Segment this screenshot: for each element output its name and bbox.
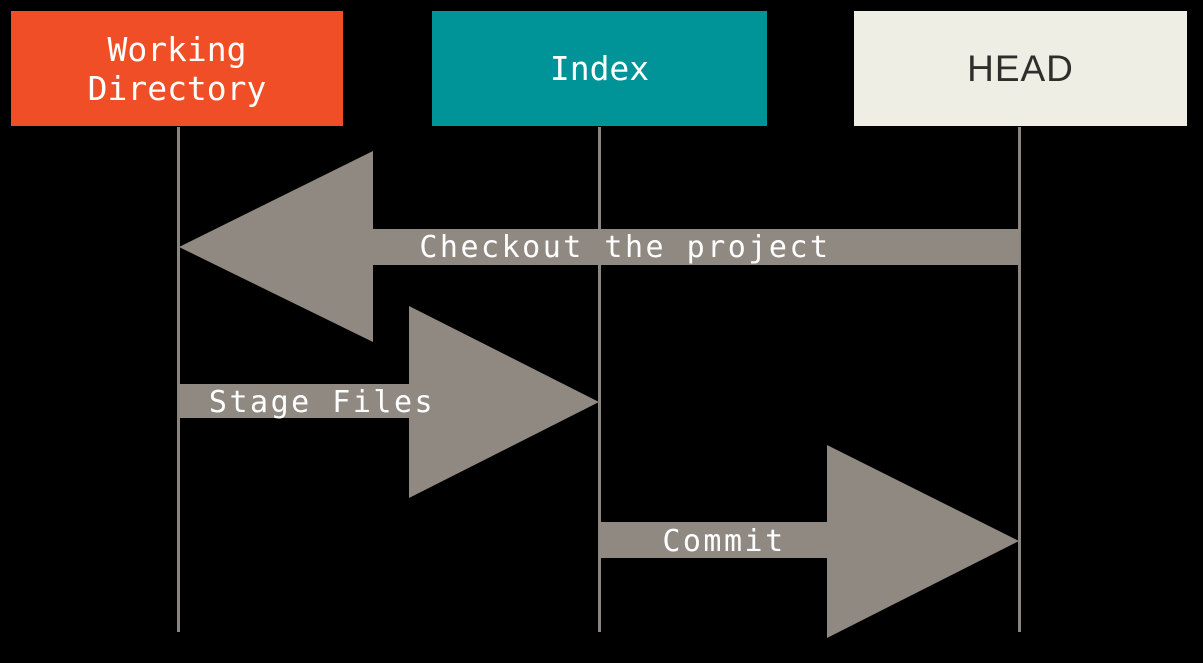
head-lifeline bbox=[1018, 127, 1021, 632]
commit-arrow: Commit bbox=[599, 445, 1019, 638]
checkout-arrow: Checkout the project bbox=[179, 151, 1019, 342]
commit-arrow-label: Commit bbox=[662, 524, 785, 559]
working-directory-label-line1: Working bbox=[107, 29, 247, 69]
working-directory-label-line2: Directory bbox=[87, 68, 267, 108]
checkout-arrow-head bbox=[179, 151, 373, 342]
stage-arrow-head bbox=[409, 306, 599, 498]
working-directory-box: Working Directory bbox=[11, 11, 343, 126]
stage-arrow: Stage Files bbox=[179, 306, 599, 498]
index-box: Index bbox=[432, 11, 767, 126]
index-label: Index bbox=[549, 49, 650, 88]
head-box: HEAD bbox=[854, 11, 1187, 126]
index-lifeline bbox=[598, 127, 601, 632]
stage-arrow-label: Stage Files bbox=[209, 385, 435, 420]
commit-arrow-head bbox=[827, 445, 1019, 638]
head-label: HEAD bbox=[967, 48, 1074, 89]
working-directory-lifeline bbox=[177, 127, 180, 632]
checkout-arrow-label: Checkout the project bbox=[419, 230, 830, 265]
stage-arrow-shaft bbox=[179, 384, 409, 418]
commit-arrow-shaft bbox=[599, 522, 827, 558]
checkout-arrow-shaft bbox=[373, 229, 1019, 265]
